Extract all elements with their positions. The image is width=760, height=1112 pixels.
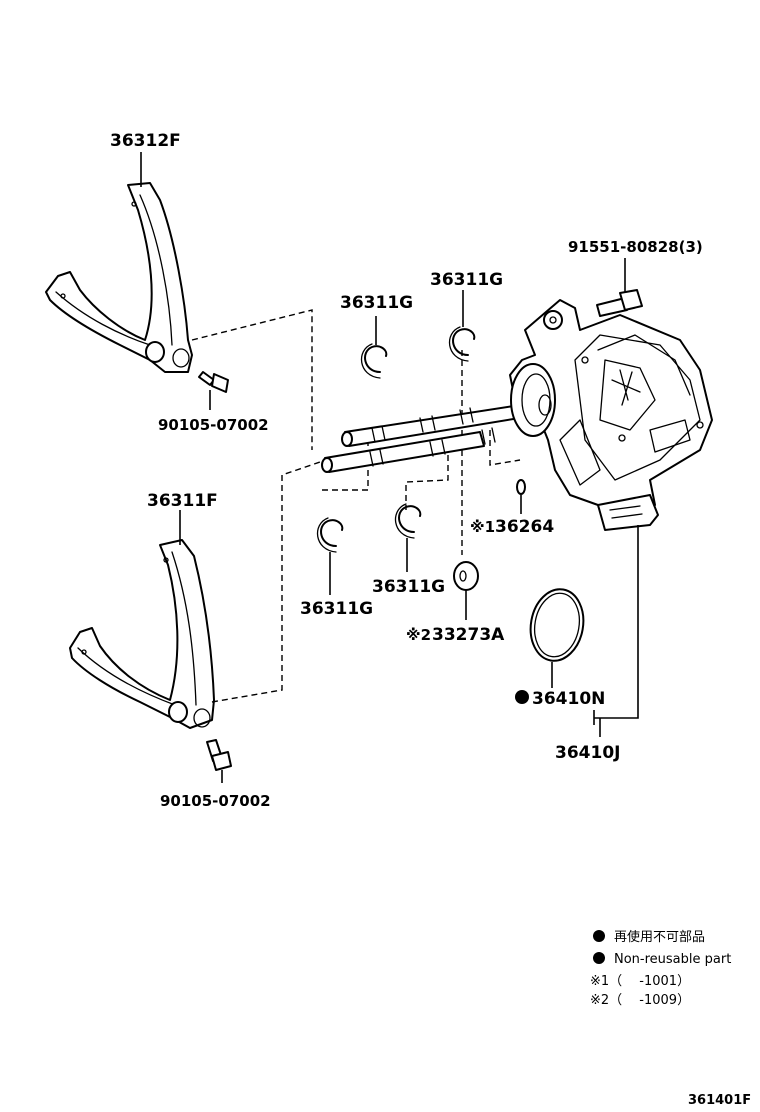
housing-bolt[interactable] [596,289,643,317]
shift-fork-upper[interactable] [45,182,193,373]
legend-line-1: 再使用不可部品 [614,929,705,945]
snap-ring-upper-left[interactable] [360,343,388,379]
legend-line-2: Non-reusable part [614,952,731,967]
shift-fork-lower[interactable] [69,539,215,729]
label-small-part-prefix: ※1 [470,518,495,536]
label-housing-bolt: 91551-80828(3) [568,238,703,256]
label-shift-fork-upper: 36312F [110,131,181,151]
snap-ring-upper-right[interactable] [448,326,476,362]
legend: 再使用不可部品 Non-reusable part ※1（ -1001） ※2（… [590,929,731,1008]
legend-marker-icon [593,930,605,942]
label-bolt-upper: 90105-07002 [158,416,269,434]
o-ring[interactable] [525,585,589,665]
label-shift-fork-lower: 36311F [147,491,218,511]
label-washer-prefix: ※2 [406,626,431,644]
label-snap-ring-lower-left: 36311G [300,599,373,619]
washer[interactable] [453,561,479,591]
legend-line-3: ※1（ -1001） [590,974,690,989]
bolt-upper[interactable] [198,371,229,393]
small-part-36264[interactable] [516,479,526,495]
legend-line-4: ※2（ -1009） [590,993,690,1008]
label-snap-ring-lower-right: 36311G [372,577,445,597]
non-reusable-marker-icon [515,690,529,704]
reference-lines [191,309,571,703]
label-o-ring: 36410N [532,689,605,709]
shift-shafts[interactable] [321,401,545,473]
label-snap-ring-upper-left: 36311G [340,293,413,313]
label-washer: 33273A [432,625,505,645]
bolt-lower[interactable] [206,739,232,771]
snap-ring-lower-right[interactable] [394,503,422,539]
diagram-code: 361401F [688,1093,751,1108]
label-actuator: 36410J [555,743,620,763]
label-snap-ring-upper-right: 36311G [430,270,503,290]
label-small-part: 36264 [495,517,554,537]
label-bolt-lower: 90105-07002 [160,792,271,810]
snap-ring-lower-left[interactable] [316,517,344,553]
shift-actuator-housing[interactable] [509,299,713,531]
legend-marker-icon-2 [593,952,605,964]
